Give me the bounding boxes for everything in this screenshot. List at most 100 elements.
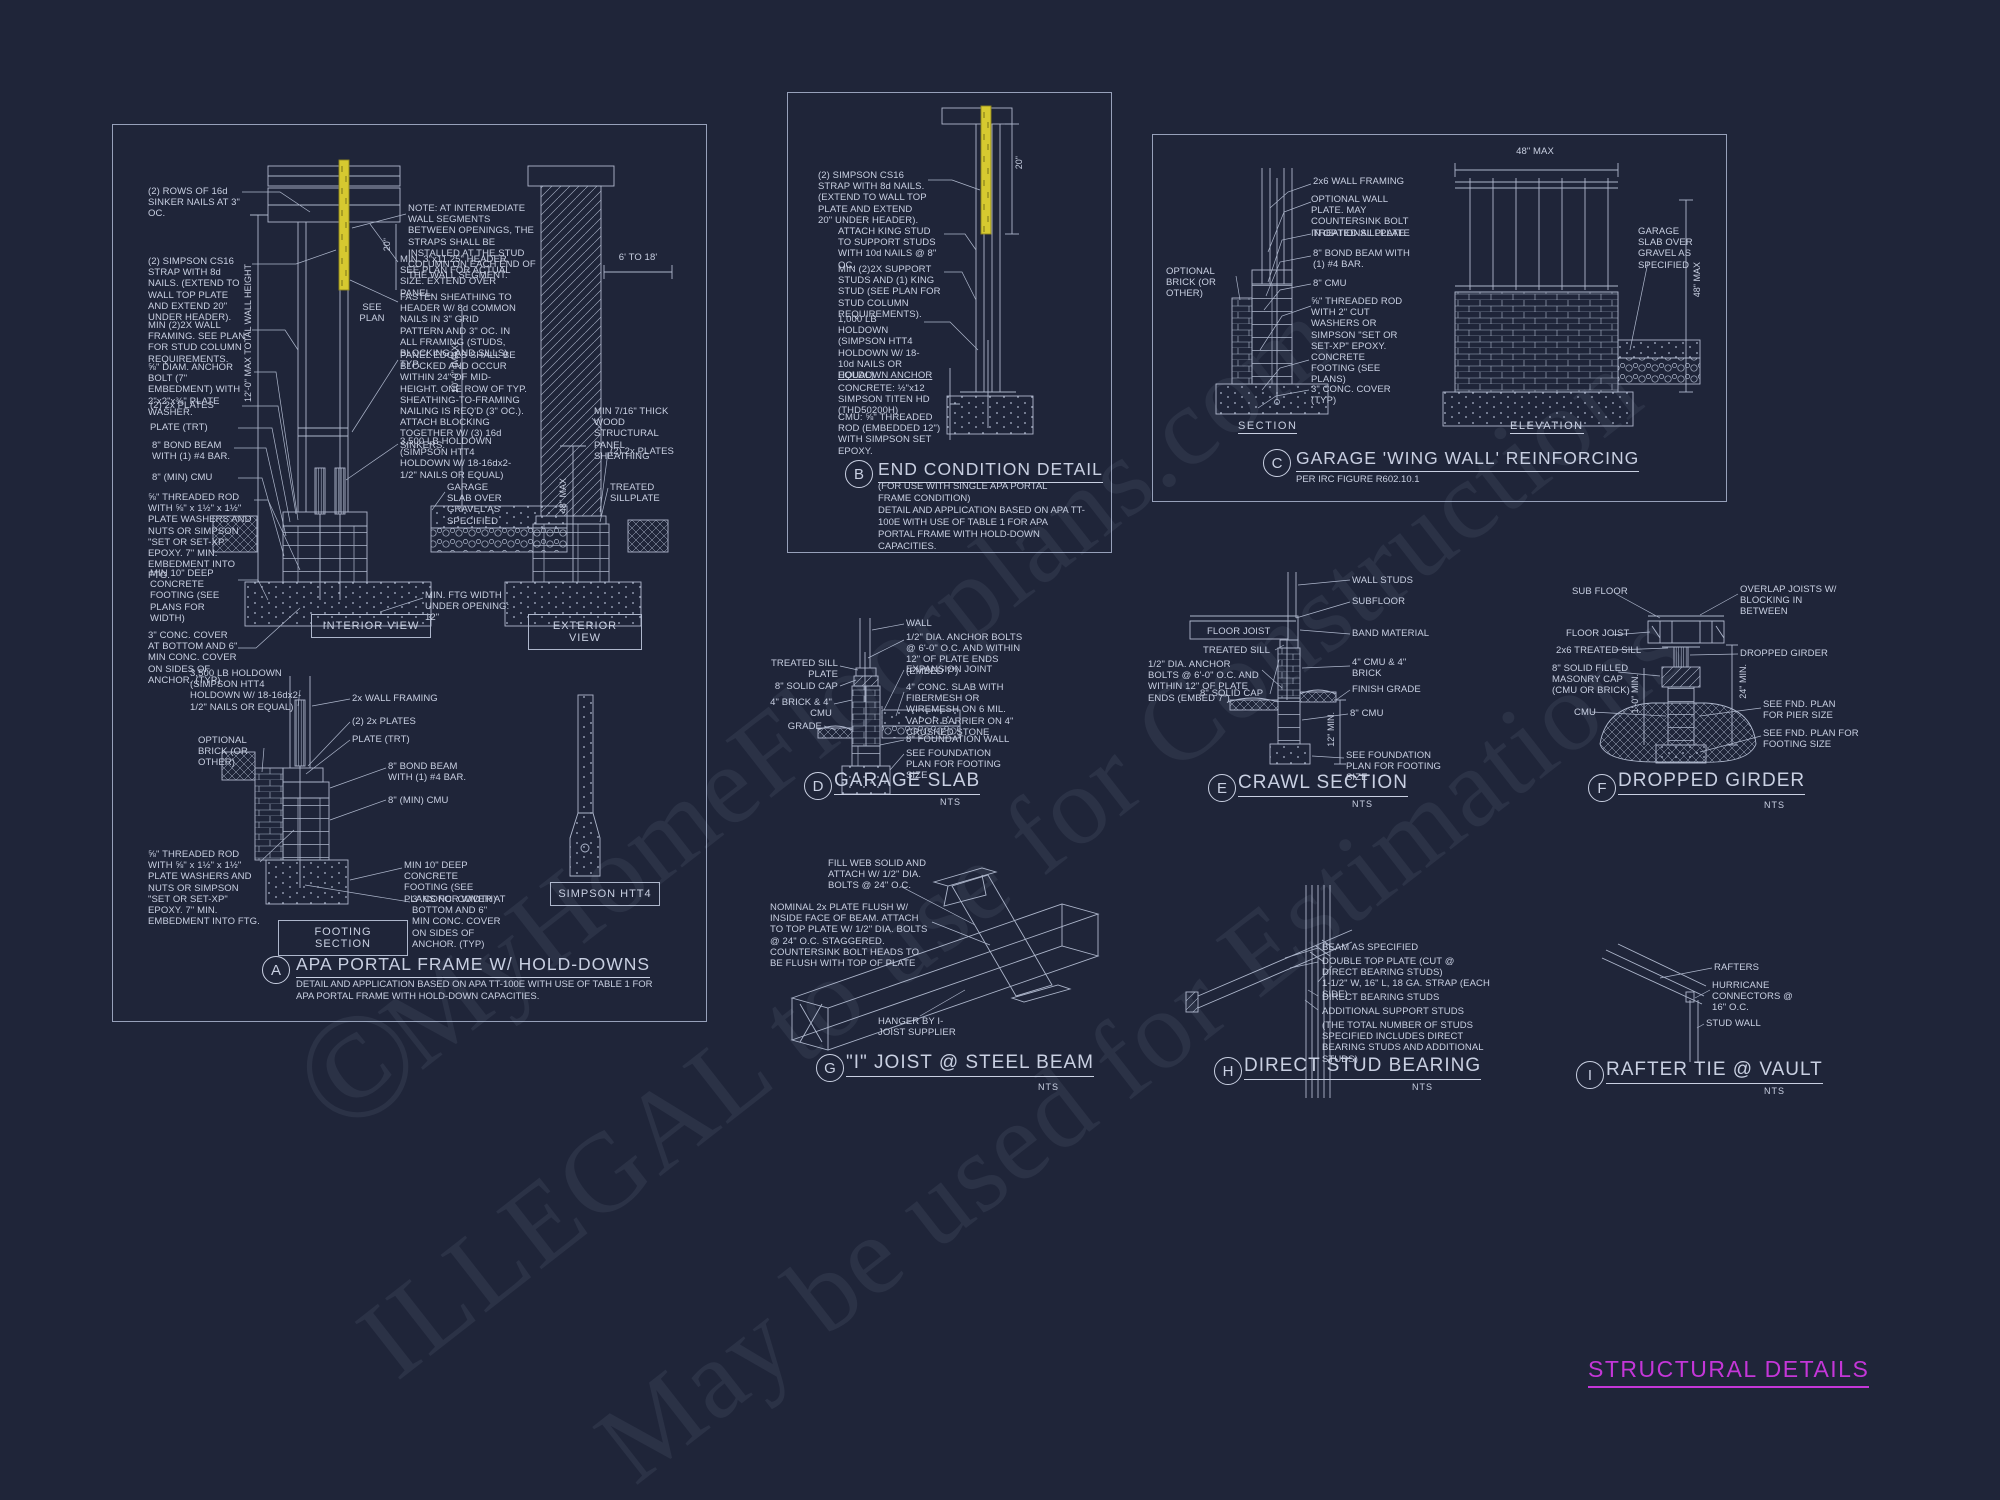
callout: ADDITIONAL SUPPORT STUDS bbox=[1322, 1006, 1465, 1017]
callout: FILL WEB SOLID AND ATTACH W/ 1/2" DIA. B… bbox=[828, 858, 927, 892]
callout: 8" SOLID CAP bbox=[774, 681, 838, 692]
end-condition-drawing bbox=[941, 107, 1034, 440]
strap-highlight bbox=[338, 159, 350, 291]
callout: 4" CMU & 4" BRICK bbox=[1352, 657, 1407, 680]
detail-letter-i: I bbox=[1576, 1061, 1604, 1089]
callout: 3" CONC. COVER (TYP) bbox=[1311, 384, 1391, 407]
detail-title-b: END CONDITION DETAIL bbox=[878, 459, 1103, 483]
callout: OVERLAP JOISTS W/ BLOCKING IN BETWEEN bbox=[1740, 584, 1837, 618]
leader-lines bbox=[234, 179, 1762, 1029]
callout: HANGER BY I-JOIST SUPPLIER bbox=[878, 1016, 956, 1039]
detail-letter-f: F bbox=[1588, 774, 1616, 802]
callout-note: NOTE: AT INTERMEDIATE WALL SEGMENTS BETW… bbox=[408, 203, 536, 282]
callout: BAND MATERIAL bbox=[1352, 628, 1430, 639]
panel-c-frame bbox=[1152, 134, 1727, 502]
callout: 8" (MIN) CMU bbox=[152, 472, 213, 483]
callout: BEAM AS SPECIFIED bbox=[1322, 942, 1419, 953]
footing-section-label: FOOTING SECTION bbox=[278, 920, 408, 956]
detail-letter-g: G bbox=[816, 1054, 844, 1082]
callout: (THE TOTAL NUMBER OF STUDS SPECIFIED INC… bbox=[1322, 1020, 1484, 1065]
callout: STUD WALL bbox=[1706, 1018, 1761, 1029]
callout: 2x6 TREATED SILL bbox=[1556, 645, 1642, 656]
nts-label: NTS bbox=[1764, 1086, 1785, 1096]
callout: 2x WALL FRAMING bbox=[352, 693, 438, 704]
callout: 8" SOLID FILLED MASONRY CAP (CMU OR BRIC… bbox=[1552, 663, 1630, 697]
ijoist-steel-beam-drawing bbox=[790, 867, 1100, 1051]
callout: NOMINAL 2x PLATE FLUSH W/ INSIDE FACE OF… bbox=[770, 902, 928, 970]
wing-wall-elevation-drawing bbox=[1442, 163, 1701, 427]
callout: 4" BRICK & 4" CMU bbox=[770, 697, 832, 720]
callout: PANEL EDGES SHALL BE BLOCKED AND OCCUR W… bbox=[400, 350, 528, 451]
see-plan-note: SEE PLAN bbox=[359, 302, 385, 325]
dim-1ft-min: 1'-0" MIN. bbox=[1630, 674, 1640, 714]
callout: ⅝" THREADED ROD WITH 2" CUT WASHERS OR S… bbox=[1311, 296, 1403, 352]
callout: ⅝" THREADED ROD WITH ⅝" x 1½" x 1½" PLAT… bbox=[148, 849, 260, 928]
callout: SEE FOUNDATION PLAN FOR FOOTING SIZE bbox=[1346, 750, 1442, 784]
direct-stud-bearing-drawing bbox=[1185, 885, 1353, 1098]
nts-label: NTS bbox=[1412, 1082, 1433, 1092]
callout: SEE FND. PLAN FOR FOOTING SIZE bbox=[1763, 728, 1859, 751]
callout: 8" (MIN) CMU bbox=[388, 795, 449, 806]
callout: 8" BOND BEAM WITH (1) #4 BAR. bbox=[152, 440, 231, 463]
detail-title-i: RAFTER TIE @ VAULT bbox=[1606, 1059, 1823, 1084]
nts-label: NTS bbox=[940, 797, 961, 807]
callout: MIN (2)2X WALL FRAMING. SEE PLAN FOR STU… bbox=[148, 320, 246, 365]
detail-title-f: DROPPED GIRDER bbox=[1618, 770, 1806, 795]
callout: GARAGE SLAB OVER GRAVEL AS SPECIFIED bbox=[1638, 226, 1693, 271]
callout: MIN. 3"x11.25" HEADER. SEE PLAN FOR ACTU… bbox=[400, 254, 511, 299]
callout: 4" CONC. SLAB WITH FIBERMESH OR WIREMESH… bbox=[906, 682, 1014, 738]
section-view-label: SECTION bbox=[1238, 420, 1298, 434]
callout: WALL STUDS bbox=[1352, 575, 1414, 586]
callout: ATTACH KING STUD TO SUPPORT STUDS WITH 1… bbox=[838, 226, 937, 271]
callout: OPTIONAL BRICK (OR OTHER) bbox=[198, 735, 248, 769]
strap-highlight-b bbox=[980, 105, 992, 235]
callout: SUB FLOOR bbox=[1572, 586, 1628, 597]
dim-12in-min: 12" MIN. bbox=[1326, 712, 1336, 747]
callout-heading: HOLDOWN ANCHOR bbox=[838, 370, 933, 381]
callout: SEE FOUNDATION PLAN FOR FOOTING SIZE bbox=[906, 748, 1002, 782]
callout: TREATED SILLPLATE bbox=[1313, 228, 1410, 239]
dim-6-to-18: 6' TO 18' bbox=[618, 252, 658, 263]
panel-b-frame bbox=[787, 92, 1112, 553]
interior-view-label: INTERIOR VIEW bbox=[311, 614, 431, 638]
callout: DROPPED GIRDER bbox=[1740, 648, 1828, 659]
callout: FASTEN SHEATHING TO HEADER W/ 8d COMMON … bbox=[400, 292, 516, 371]
callout: 1/2" DIA. ANCHOR BOLTS @ 6'-0" O.C. AND … bbox=[1148, 659, 1259, 704]
callout: TREATED SILLPLATE bbox=[610, 482, 660, 505]
callout: GRADE bbox=[787, 721, 822, 732]
callout: (2) SIMPSON CS16 STRAP WITH 8d NAILS. (E… bbox=[818, 170, 927, 226]
callout: (2) SIMPSON CS16 STRAP WITH 8d NAILS. (E… bbox=[148, 256, 240, 324]
callout: 3,500 LB HOLDOWN (SIMPSON HTT4 HOLDOWN W… bbox=[400, 436, 512, 481]
callout: EXPANSION JOINT bbox=[906, 664, 993, 675]
detail-subtitle-c: PER IRC FIGURE R602.10.1 bbox=[1296, 474, 1420, 485]
callout: MIN 7/16" THICK WOOD STRUCTURAL PANEL SH… bbox=[594, 406, 669, 462]
rafter-tie-drawing bbox=[1601, 943, 1707, 1062]
detail-title-a: APA PORTAL FRAME W/ HOLD-DOWNS bbox=[296, 954, 651, 978]
detail-subtitle-b2: DETAIL AND APPLICATION BASED ON APA TT-1… bbox=[878, 505, 1085, 552]
nts-label: NTS bbox=[1038, 1082, 1059, 1092]
dim-48-max-right: 48" MAX bbox=[1692, 262, 1702, 298]
callout: TREATED SILL bbox=[1203, 645, 1271, 656]
detail-letter-d: D bbox=[804, 772, 832, 800]
callout: CONCRETE: ½"x12 SIMPSON TITEN HD (THD502… bbox=[838, 383, 930, 417]
detail-letter-h: H bbox=[1214, 1057, 1242, 1085]
detail-letter-a: A bbox=[262, 956, 290, 984]
callout: (2) 2x PLATES bbox=[150, 400, 214, 411]
detail-letter-b: B bbox=[845, 460, 873, 488]
callout: 8" CMU bbox=[1350, 708, 1384, 719]
callout: 1,000 LB HOLDOWN (SIMPSON HTT4 HOLDOWN W… bbox=[838, 314, 920, 382]
callout: SEE FND. PLAN FOR PIER SIZE bbox=[1763, 699, 1836, 722]
callout: FLOOR JOIST bbox=[1207, 626, 1271, 637]
elevation-view-label: ELEVATION bbox=[1510, 420, 1584, 434]
detail-subtitle-a: DETAIL AND APPLICATION BASED ON APA TT-1… bbox=[296, 979, 653, 1002]
callout: GARAGE SLAB OVER GRAVEL AS SPECIFIED bbox=[447, 482, 502, 527]
detail-letter-c: C bbox=[1263, 449, 1291, 477]
callout: ⅝" DIAM. ANCHOR BOLT (7" EMBEDMENT) WITH… bbox=[148, 362, 241, 418]
crawl-section-drawing bbox=[1189, 572, 1346, 765]
callout: PLATE (TRT) bbox=[150, 422, 208, 433]
callout: WALL bbox=[906, 618, 932, 629]
callout: CONCRETE FOOTING (SEE PLANS) bbox=[1311, 352, 1381, 386]
callout: 3,500 LB HOLDOWN (SIMPSON HTT4 HOLDOWN W… bbox=[190, 668, 302, 713]
detail-title-h: DIRECT STUD BEARING bbox=[1244, 1055, 1482, 1080]
